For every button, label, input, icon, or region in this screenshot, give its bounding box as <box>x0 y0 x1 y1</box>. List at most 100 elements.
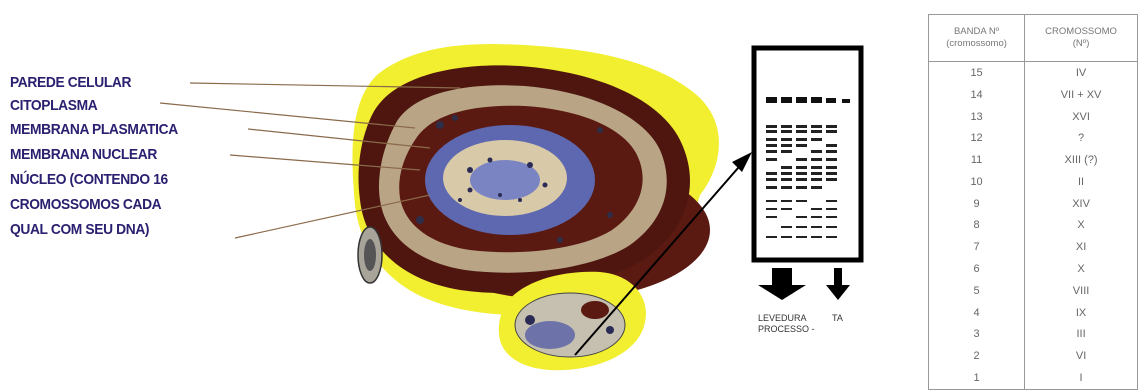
gel-band <box>826 178 837 181</box>
gel-band <box>796 186 807 189</box>
gel-band <box>811 166 822 169</box>
cell-banda: 1 <box>929 367 1025 389</box>
gel-band <box>826 144 837 147</box>
gel-band <box>826 158 837 161</box>
gel-arrow-right <box>826 268 850 300</box>
cell-banda: 15 <box>929 62 1025 84</box>
gel-band <box>811 178 822 181</box>
cell-cromossomo: I <box>1025 367 1138 389</box>
gel-band <box>826 150 837 153</box>
cell-banda: 8 <box>929 215 1025 237</box>
gel-band <box>781 178 792 181</box>
cell-cromossomo: VI <box>1025 345 1138 367</box>
cell-cromossomo: VIII <box>1025 280 1138 302</box>
label-nuclear-membrane: MEMBRANA NUCLEAR <box>10 146 157 163</box>
cell-banda: 6 <box>929 258 1025 280</box>
cell-banda: 12 <box>929 127 1025 149</box>
gel-band <box>811 130 822 133</box>
label-chromosomes: CROMOSSOMOS CADA <box>10 196 161 213</box>
gel-band <box>781 200 792 202</box>
cell-cromossomo: XIII (?) <box>1025 149 1138 171</box>
cell-cromossomo: III <box>1025 324 1138 346</box>
gel-frame <box>754 48 861 260</box>
gel-band <box>796 236 807 238</box>
gel-band <box>796 144 807 147</box>
gel-band <box>766 236 777 238</box>
table-row: 9XIV <box>929 193 1138 215</box>
cell-banda: 9 <box>929 193 1025 215</box>
cell-banda: 13 <box>929 106 1025 128</box>
cell-banda: 11 <box>929 149 1025 171</box>
table-header-row: BANDA Nº (cromossomo) CROMOSSOMO (Nº) <box>929 15 1138 62</box>
header-cromossomo-line2: (Nº) <box>1073 38 1090 49</box>
gel-band <box>811 158 822 161</box>
cell-cromossomo: ? <box>1025 127 1138 149</box>
gel-band <box>811 208 822 210</box>
gel-band <box>766 144 777 147</box>
label-dna: QUAL COM SEU DNA) <box>10 221 149 238</box>
gel-band <box>781 226 792 228</box>
cell-banda: 4 <box>929 302 1025 324</box>
gel-band <box>766 125 777 128</box>
gel-label-processo: PROCESSO - <box>758 324 815 334</box>
pointer-arrow-head <box>732 152 752 172</box>
gel-label-levedura: LEVEDURA <box>758 313 807 323</box>
gel-band <box>781 236 792 238</box>
label-cytoplasm: CITOPLASMA <box>10 97 97 114</box>
cell-cromossomo: X <box>1025 258 1138 280</box>
gel-band <box>781 150 792 153</box>
gel-band <box>781 166 792 169</box>
gel-band <box>811 186 822 189</box>
gel-band <box>781 144 792 147</box>
gel-band <box>796 172 807 175</box>
label-plasma-membrane: MEMBRANA PLASMATICA <box>10 121 178 138</box>
cell-cromossomo: IX <box>1025 302 1138 324</box>
gel-band <box>796 130 807 133</box>
gel-band <box>826 226 837 228</box>
cell-cromossomo: XIV <box>1025 193 1138 215</box>
gel-band <box>766 150 777 153</box>
cell-banda: 5 <box>929 280 1025 302</box>
gel-band <box>826 130 837 133</box>
gel-band <box>781 172 792 175</box>
gel-band <box>796 216 807 218</box>
gel-band <box>811 216 822 218</box>
gel-band <box>781 138 792 141</box>
gel-band <box>766 158 777 161</box>
gel-band <box>826 200 837 202</box>
gel-band <box>811 226 822 228</box>
gel-band <box>811 236 822 238</box>
gel-band <box>766 216 777 218</box>
gel-band <box>766 208 777 210</box>
gel-band <box>796 226 807 228</box>
label-nucleus: NÚCLEO (CONTENDO 16 <box>10 171 168 188</box>
cell-cromossomo: X <box>1025 215 1138 237</box>
gel-band <box>796 158 807 161</box>
gel-band <box>796 138 807 141</box>
gel-band <box>811 125 822 128</box>
cell-cromossomo: XI <box>1025 236 1138 258</box>
gel-band <box>796 178 807 181</box>
gel-band <box>766 130 777 133</box>
gel-band <box>781 125 792 128</box>
header-cromossomo: CROMOSSOMO (Nº) <box>1025 15 1138 62</box>
gel-band <box>796 200 807 202</box>
gel-band <box>811 150 822 153</box>
gel-band <box>766 200 777 202</box>
gel-band <box>781 130 792 133</box>
cell-banda: 3 <box>929 324 1025 346</box>
bud-core <box>364 239 376 271</box>
gel-band <box>781 186 792 189</box>
gel-band <box>796 166 807 169</box>
gel-band <box>811 138 822 141</box>
table-row: 12? <box>929 127 1138 149</box>
cell-cromossomo: II <box>1025 171 1138 193</box>
